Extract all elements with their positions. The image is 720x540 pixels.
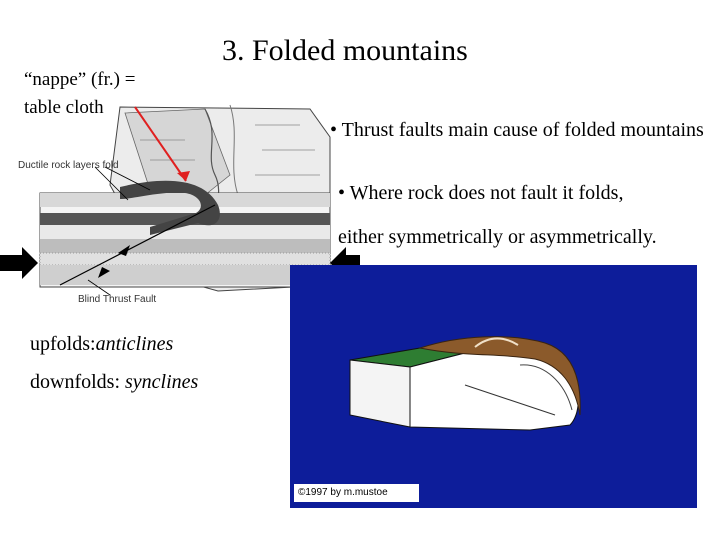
- blind-thrust-label: Blind Thrust Fault: [78, 294, 157, 305]
- brown-fold-surface: [418, 336, 581, 416]
- fold-animation-panel: [290, 265, 697, 508]
- nappe-pointer-head: [177, 171, 190, 181]
- nappe-pointer-line: [134, 106, 187, 182]
- blind-thrust-leader: [87, 279, 111, 296]
- ductile-leader: [94, 166, 129, 201]
- layer-bottom: [40, 265, 330, 285]
- upfolds-text: upfolds:anticlines: [30, 333, 173, 356]
- thrust-fault-diagram: [0, 104, 360, 296]
- layer-top: [40, 193, 330, 207]
- nappe-line-1: “nappe” (fr.) =: [24, 69, 136, 90]
- slide-title: 3. Folded mountains: [222, 34, 468, 67]
- ductile-layers-label: Ductile rock layers fold: [18, 160, 119, 171]
- downfolds-label: downfolds:: [30, 371, 125, 393]
- nappe-line-2: table cloth: [24, 97, 104, 118]
- fold-highlight: [474, 337, 519, 348]
- bullet-symmetry: either symmetrically or asymmetrically.: [338, 226, 657, 248]
- thrust-fault-line: [59, 204, 216, 286]
- compression-arrow-left: [0, 247, 38, 279]
- fault-line: [464, 384, 556, 416]
- nappe-definition: “nappe” (fr.) = table cloth: [24, 66, 135, 122]
- downfolds-term: synclines: [125, 371, 199, 393]
- fold-block-illustration: [349, 336, 581, 431]
- front-fold-line: [519, 364, 573, 411]
- ductile-leader-2: [104, 166, 151, 191]
- bullet-rock-folds: • Where rock does not fault it folds,: [338, 182, 624, 204]
- layer-light: [40, 225, 330, 239]
- block-left-face: [349, 359, 411, 428]
- upfolds-term: anticlines: [95, 333, 174, 355]
- folded-layer: [120, 180, 220, 235]
- copyright-label: ©1997 by m.mustoe: [294, 484, 419, 502]
- layer-dotted: [39, 252, 331, 266]
- downfolds-text: downfolds: synclines: [30, 371, 198, 394]
- fault-arrow-down: [98, 267, 110, 278]
- upfolds-label: upfolds:: [30, 333, 96, 355]
- layer-mid: [40, 239, 330, 253]
- bullet-thrust-faults: • Thrust faults main cause of folded mou…: [330, 119, 704, 141]
- fault-arrow-up: [118, 245, 130, 256]
